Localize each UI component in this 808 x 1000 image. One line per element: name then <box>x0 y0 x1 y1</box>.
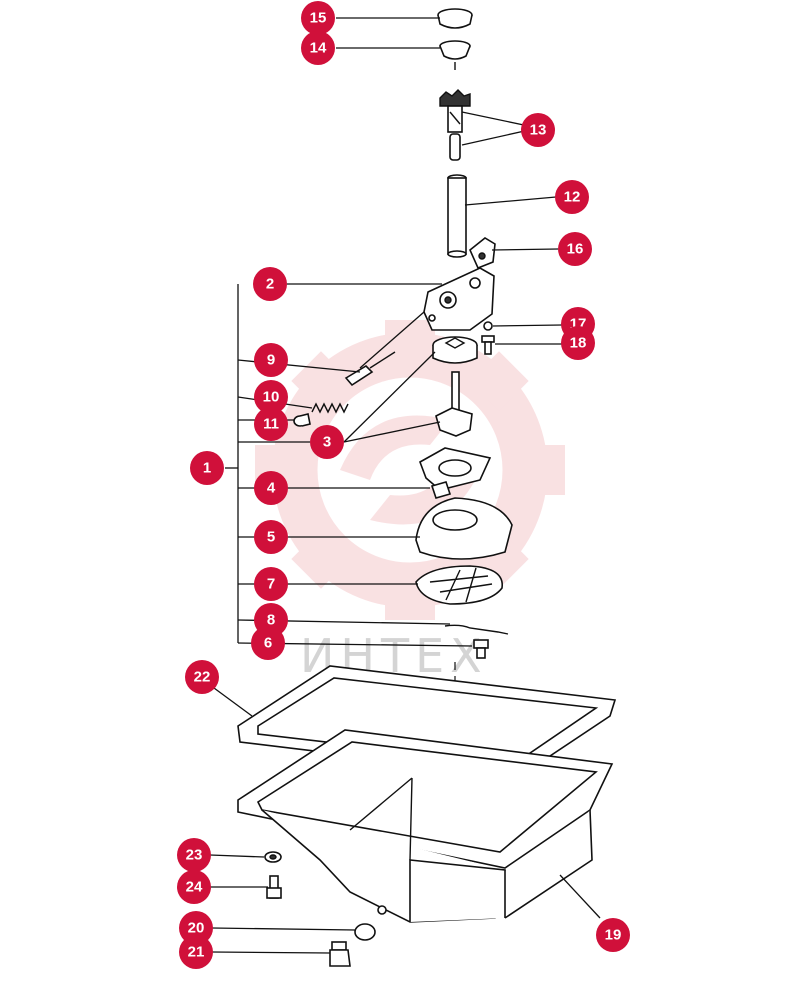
svg-text:13: 13 <box>530 122 547 139</box>
callout-6[interactable]: 6 <box>251 626 285 660</box>
svg-text:23: 23 <box>186 847 203 864</box>
svg-text:24: 24 <box>186 879 203 896</box>
svg-text:5: 5 <box>267 529 275 546</box>
callout-5[interactable]: 5 <box>254 520 288 554</box>
part-9-plunger <box>344 351 396 387</box>
part-3-outer-rotor <box>432 336 478 364</box>
svg-text:11: 11 <box>263 416 279 433</box>
callout-9[interactable]: 9 <box>254 343 288 377</box>
svg-text:8: 8 <box>267 612 275 629</box>
callout-22[interactable]: 22 <box>185 660 219 694</box>
part-14-bushing <box>439 40 471 70</box>
svg-text:15: 15 <box>310 10 327 27</box>
svg-text:9: 9 <box>267 352 275 369</box>
part-15-cap <box>437 8 473 29</box>
svg-text:20: 20 <box>188 920 205 937</box>
part-13-drive-gear <box>439 89 471 161</box>
svg-text:12: 12 <box>564 189 581 206</box>
callout-19[interactable]: 19 <box>596 918 630 952</box>
svg-text:1: 1 <box>203 460 211 477</box>
part-20-washer <box>354 923 376 941</box>
callout-12[interactable]: 12 <box>555 180 589 214</box>
callout-11[interactable]: 11 <box>254 407 288 441</box>
callout-1[interactable]: 1 <box>190 451 224 485</box>
part-6-bolt <box>473 639 489 659</box>
svg-text:14: 14 <box>310 40 327 57</box>
part-3-inner-rotor <box>435 371 473 437</box>
svg-text:7: 7 <box>267 576 275 593</box>
svg-text:19: 19 <box>605 927 622 944</box>
part-2-pump-housing <box>423 267 495 331</box>
callout-7[interactable]: 7 <box>254 567 288 601</box>
svg-text:6: 6 <box>264 635 272 652</box>
callout-20[interactable]: 20 <box>179 911 213 945</box>
svg-text:2: 2 <box>266 276 274 293</box>
watermark-gear-icon <box>255 320 565 620</box>
svg-text:21: 21 <box>188 944 205 961</box>
part-7-screen <box>415 565 503 605</box>
callout-16[interactable]: 16 <box>558 232 592 266</box>
callout-15[interactable]: 15 <box>301 1 335 35</box>
part-18-bolt <box>481 335 495 355</box>
part-11-cap <box>293 413 311 427</box>
callout-14[interactable]: 14 <box>301 31 335 65</box>
callout-3[interactable]: 3 <box>310 425 344 459</box>
callout-4[interactable]: 4 <box>254 471 288 505</box>
part-17-washer <box>483 321 493 331</box>
part-4-cover-plate <box>419 447 492 499</box>
callout-13[interactable]: 13 <box>521 113 555 147</box>
part-16-bracket <box>469 237 496 270</box>
svg-text:4: 4 <box>267 480 276 497</box>
part-24-bolt <box>266 875 282 899</box>
callout-10[interactable]: 10 <box>254 380 288 414</box>
part-5-strainer-housing <box>415 497 513 560</box>
part-23-nut <box>264 851 282 863</box>
svg-text:16: 16 <box>567 241 584 258</box>
svg-text:3: 3 <box>323 434 331 451</box>
part-10-spring <box>311 402 349 414</box>
part-21-plug <box>329 941 351 967</box>
svg-text:10: 10 <box>263 389 280 406</box>
callout-24[interactable]: 24 <box>177 870 211 904</box>
callout-23[interactable]: 23 <box>177 838 211 872</box>
part-8-clip <box>444 624 509 635</box>
svg-text:18: 18 <box>570 335 587 352</box>
callout-21[interactable]: 21 <box>179 935 213 969</box>
part-19-oil-pan <box>237 729 614 923</box>
callout-18[interactable]: 18 <box>561 326 595 360</box>
svg-text:22: 22 <box>194 669 211 686</box>
part-12-shaft <box>447 174 467 258</box>
callout-2[interactable]: 2 <box>253 267 287 301</box>
